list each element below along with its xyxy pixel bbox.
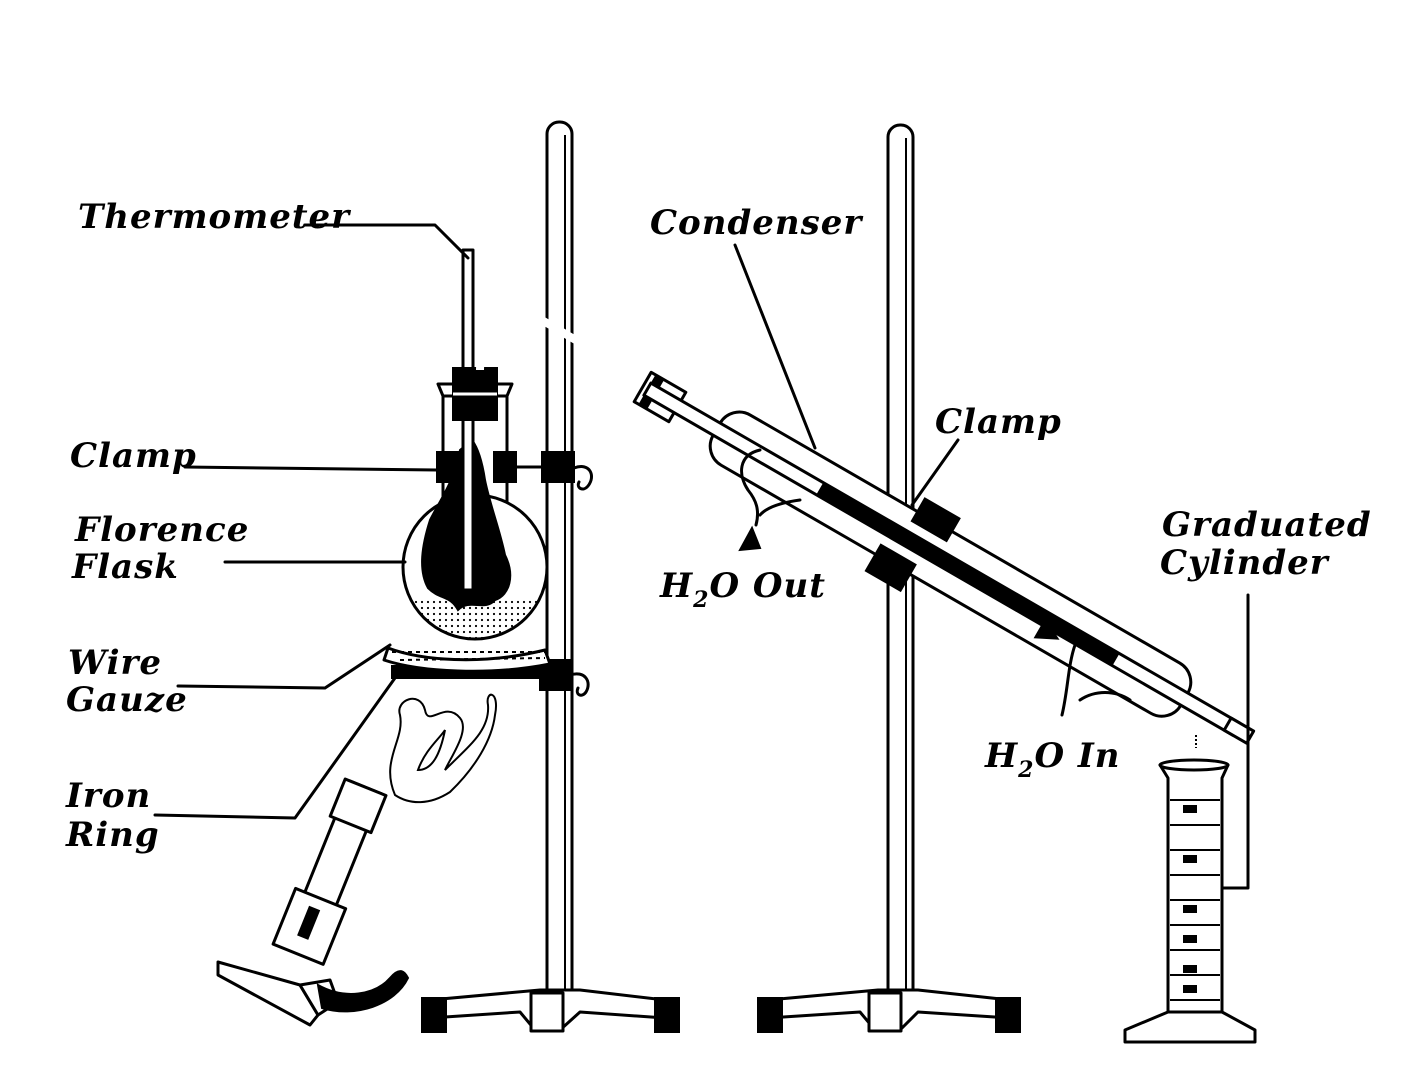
cylinder-rim: [1158, 758, 1230, 772]
flask-clamp-left-jaw: [436, 451, 460, 483]
label-florence-flask-line2: Flask: [71, 547, 179, 587]
water-flow-arrow: [1033, 618, 1060, 640]
label-iron-ring-line1: Iron: [65, 776, 151, 816]
iron-ring-leader: [153, 676, 397, 820]
left-base-foot-left: [421, 997, 447, 1033]
graduated-cylinder: [1123, 758, 1257, 1044]
label-graduated-cylinder-line1: Graduated: [1162, 505, 1372, 545]
left-base-hub: [529, 991, 565, 1033]
condenser-clamp-bottom: [864, 543, 917, 593]
leader-lines: [153, 223, 1250, 890]
water-out-curve: [758, 498, 802, 517]
condenser-outlet-tip: [1222, 716, 1256, 745]
flask-clamp-holder: [541, 451, 575, 483]
iron-ring-screw: [568, 672, 590, 697]
flask-liquid: [403, 600, 547, 639]
label-wire-gauze-line2: Gauze: [66, 680, 188, 720]
right-base-hub: [867, 991, 903, 1033]
right-base-foot-right: [995, 997, 1021, 1033]
left-ring-stand: [421, 120, 680, 1033]
label-clamp-left: Clamp: [70, 436, 197, 476]
gas-hose: [316, 970, 410, 1013]
water-in-curve: [1078, 691, 1132, 702]
right-base-foot-left: [757, 997, 783, 1033]
florence-flask: [401, 248, 593, 641]
water-out-arrow: [738, 525, 762, 552]
water-in-hose: [1060, 643, 1077, 717]
burner-flame: [389, 693, 498, 804]
clamp-right-leader: [910, 438, 960, 507]
clamp-left-leader: [183, 465, 439, 472]
cylinder-graduations: [1170, 799, 1220, 1001]
label-clamp-right: Clamp: [935, 402, 1062, 442]
thermometer-leader: [303, 223, 470, 260]
iron-ring-assembly: [382, 646, 590, 697]
label-wire-gauze-line1: Wire: [68, 643, 162, 683]
cylinder-body: [1158, 763, 1230, 1017]
condensate-stream: [816, 483, 1119, 665]
burner-base: [216, 960, 320, 1027]
label-graduated-cylinder-line2: Cylinder: [1160, 543, 1330, 583]
side-arm-inner: [476, 305, 663, 394]
label-water-in: H2O In: [984, 736, 1121, 783]
condenser-assembly: [476, 305, 1256, 748]
right-ring-stand: [757, 123, 1021, 1033]
water-out-hose: [740, 448, 762, 527]
wire-gauze-leader: [176, 643, 392, 690]
flask-clamp-screw: [572, 465, 593, 491]
bunsen-burner: [216, 693, 498, 1027]
left-stand-rod: [545, 120, 574, 1004]
label-thermometer: Thermometer: [78, 197, 351, 237]
label-condenser: Condenser: [650, 203, 863, 243]
label-water-out: H2O Out: [659, 566, 826, 613]
inner-flame-cone: [416, 729, 446, 772]
graduated-cylinder-leader: [1220, 593, 1250, 890]
condenser-clamp-top: [910, 497, 961, 543]
label-iron-ring-line2: Ring: [65, 815, 160, 855]
condenser-leader: [733, 243, 817, 450]
gauze-mesh: [392, 651, 548, 661]
labels: Thermometer Condenser Clamp Clamp Floren…: [65, 197, 1372, 855]
wire-gauze: [382, 646, 552, 673]
label-florence-flask-line1: Florence: [74, 510, 249, 550]
flask-clamp-right-jaw: [493, 451, 517, 483]
burner-collar: [328, 777, 388, 835]
burner-air-hole: [297, 905, 321, 940]
left-base-foot-right: [654, 997, 680, 1033]
cylinder-base: [1123, 1010, 1257, 1044]
